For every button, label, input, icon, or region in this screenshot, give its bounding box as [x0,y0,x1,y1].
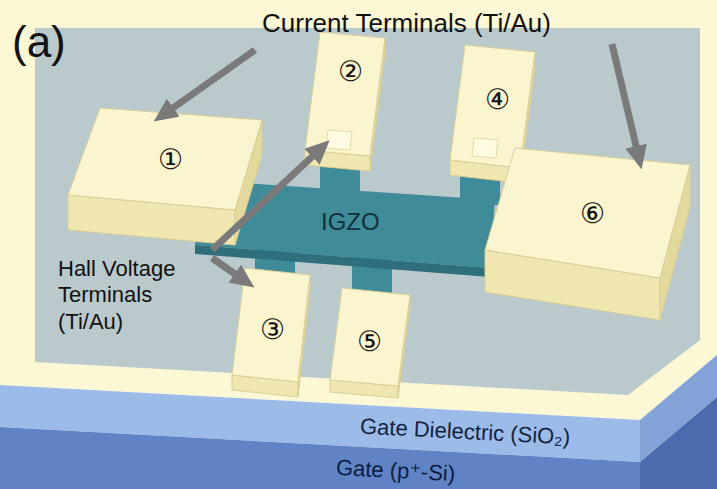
callout-number: ③ [260,314,285,346]
channel-front [195,245,490,277]
terminal-pad: ③ [256,312,289,348]
leader-arrow [612,44,637,150]
panel-label: (a) [12,16,66,69]
callout-number: ② [338,56,363,88]
pad-step [326,130,352,150]
pad-top [305,32,385,156]
pad-step [472,138,498,158]
layer-label: Gate (p⁺-Si) [335,455,455,487]
callout-number: ① [158,144,183,176]
terminal-pad: ⑤ [353,324,386,360]
pad-top [232,268,310,382]
terminal-pad: ② [334,54,367,90]
channel-label: IGZO [321,208,380,236]
terminal-pad: ⑥ [576,196,609,232]
dielectric-top [0,0,717,420]
pad-top [68,108,262,210]
leader-arrow [170,50,255,110]
callout-number: ⑥ [580,198,605,230]
terminal-pad: ④ [481,82,514,118]
pad-top [485,148,690,278]
leader-arrow [212,258,238,276]
gate-side [640,397,717,489]
igzo-channel: IGZO [317,206,384,238]
callout-number: ④ [485,84,510,116]
callout-label: Current Terminals (Ti/Au) [262,8,551,39]
callout-label: Hall Voltage Terminals (Ti/Au) [58,256,223,335]
leader-arrow [212,154,315,250]
pad-top [330,288,410,386]
inner-region [35,28,700,395]
terminal-pad: ① [154,142,187,178]
callout-number: ⑤ [357,326,382,358]
